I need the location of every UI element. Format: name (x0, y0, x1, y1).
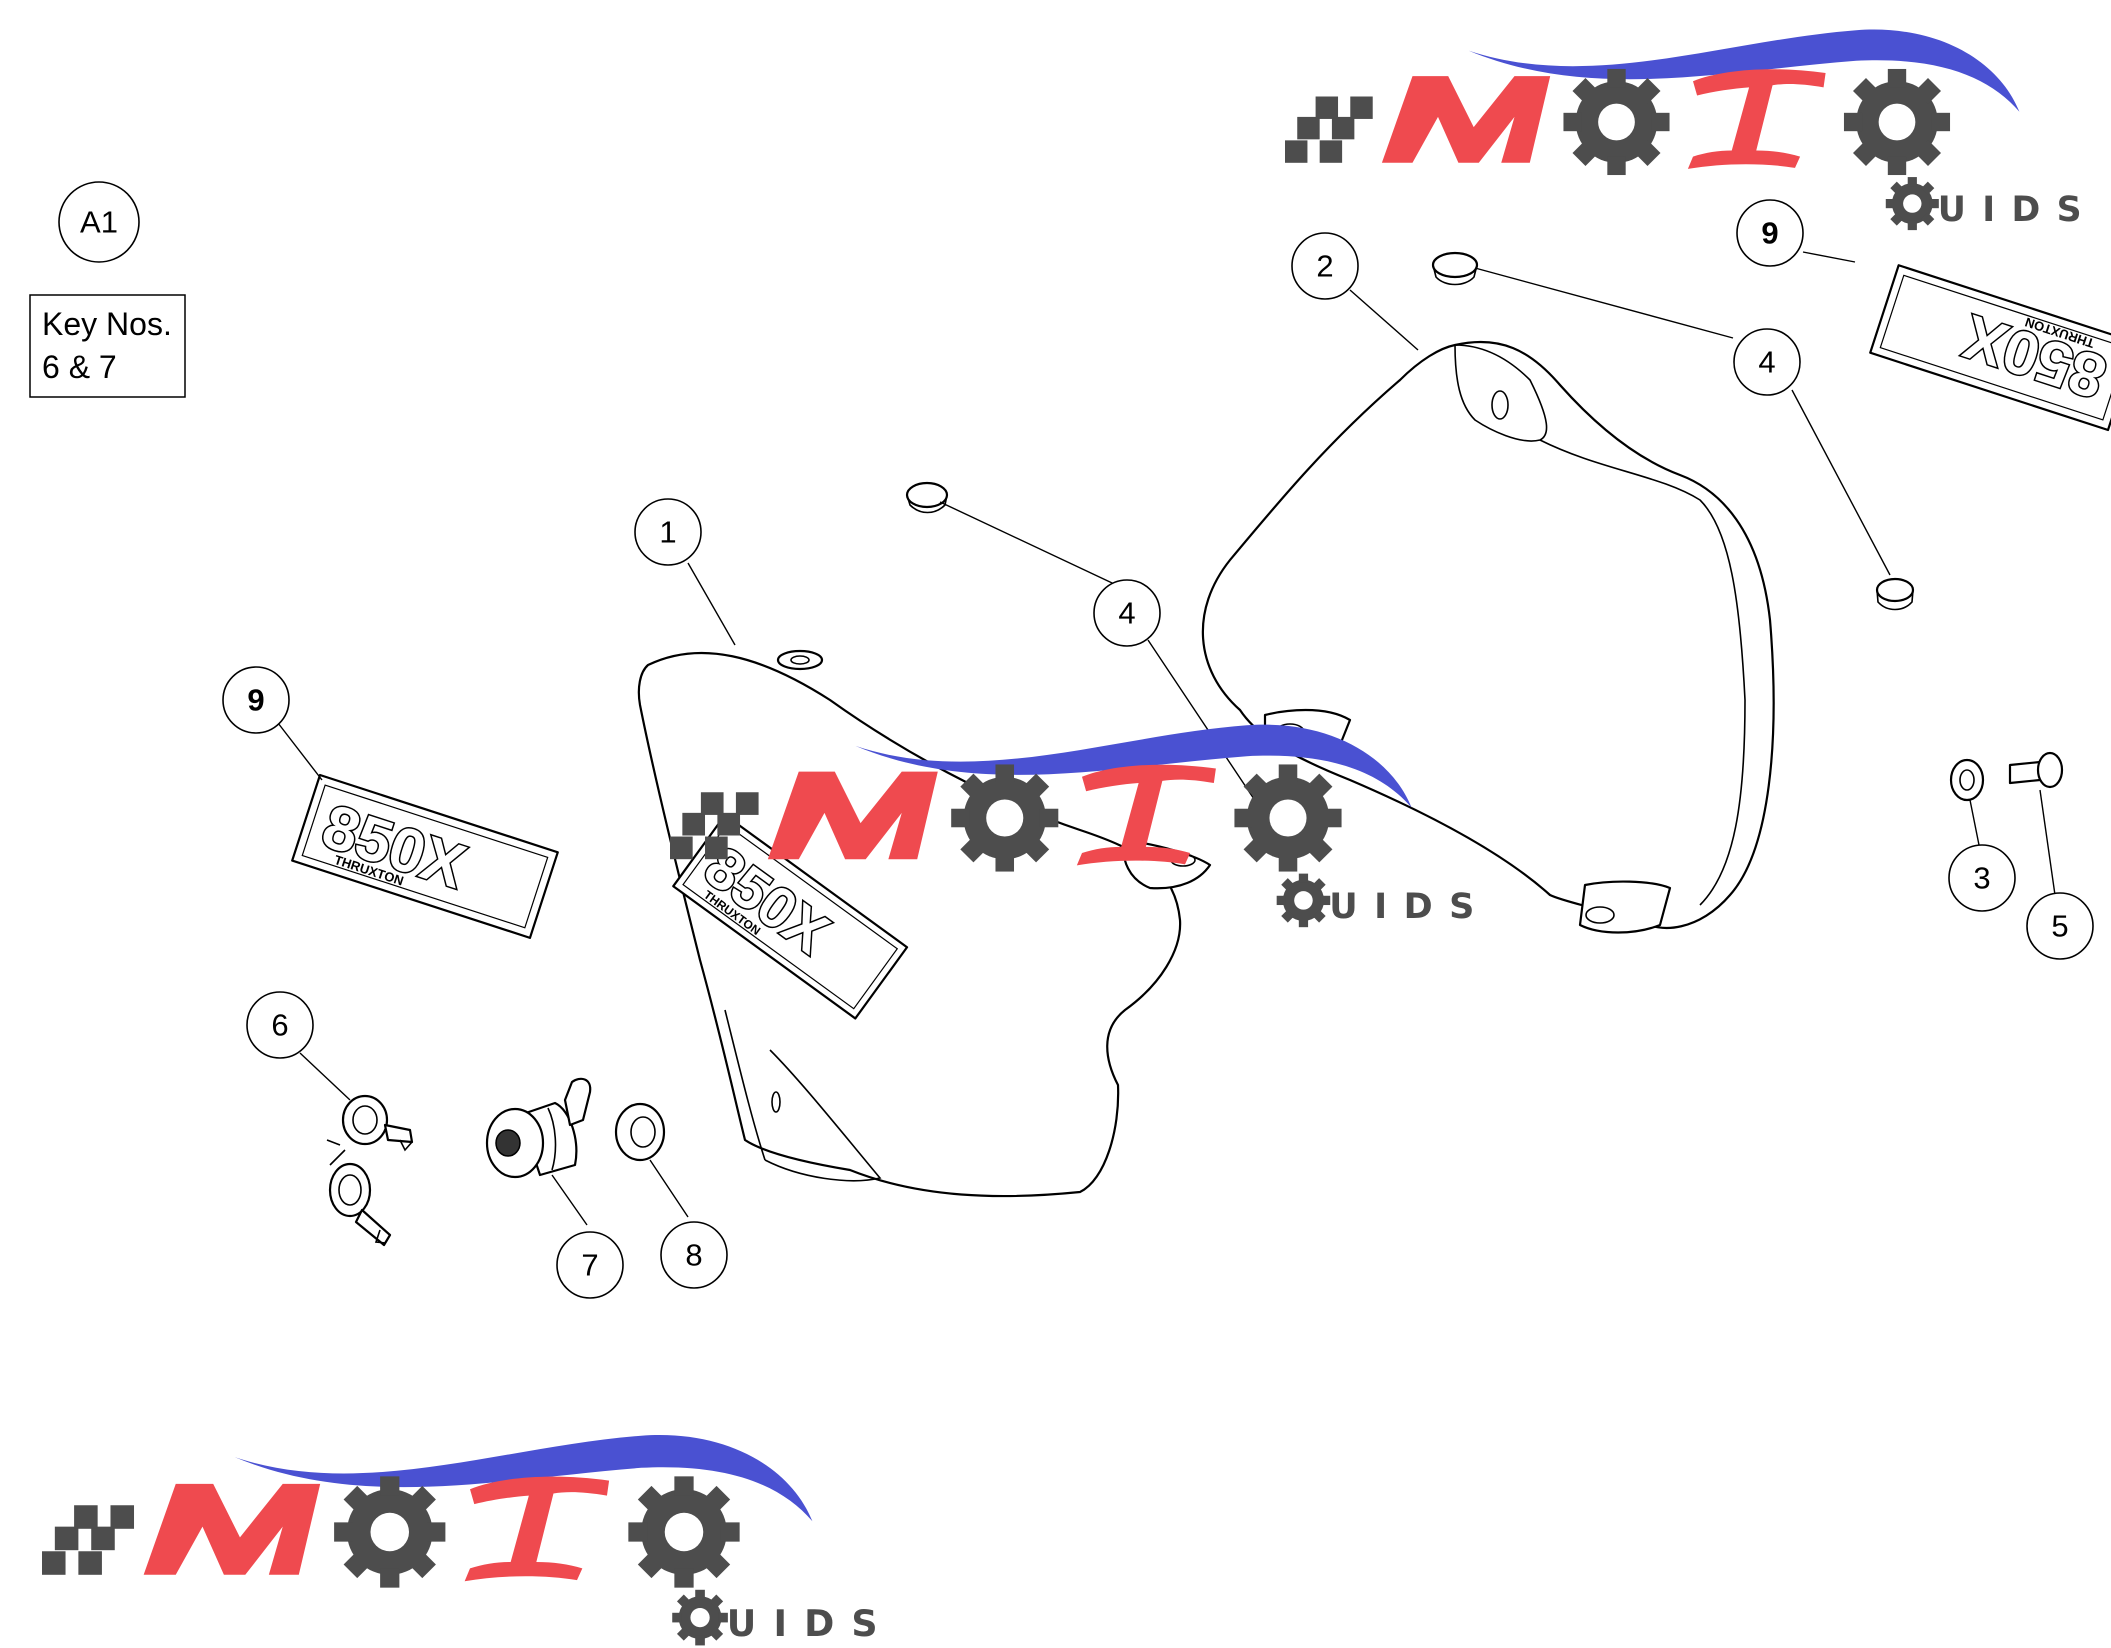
svg-text:4: 4 (1758, 345, 1775, 380)
svg-text:4: 4 (1118, 596, 1135, 631)
part-3-washer (1949, 758, 1985, 802)
callout-3: 3 (1948, 844, 2016, 912)
part-4-grommet-a (905, 481, 949, 514)
callout-8: 8 (660, 1221, 728, 1289)
svg-text:1: 1 (659, 515, 676, 550)
svg-text:7: 7 (581, 1248, 598, 1283)
svg-text:3: 3 (1973, 861, 1990, 896)
view-label-badge: A1 (58, 181, 140, 263)
callout-1: 1 (634, 498, 702, 566)
callout-9-right: 9 (1736, 199, 1804, 267)
part-9-badge-on-panel: 850X THRUXTON (672, 813, 909, 1020)
part-9-badge-left: 850X THRUXTON (291, 773, 559, 939)
key-note-box: Key Nos. 6 & 7 (29, 294, 186, 398)
part-4-grommet-b (1431, 251, 1479, 286)
svg-text:6: 6 (271, 1008, 288, 1043)
callout-2: 2 (1291, 232, 1359, 300)
part-9-badge-right: 850X THRUXTON (1869, 264, 2111, 432)
callout-6: 6 (246, 991, 314, 1059)
svg-text:8: 8 (685, 1238, 702, 1273)
part-1-left-side-panel (637, 649, 1212, 1198)
part-5-screw (2008, 751, 2064, 789)
callout-4-left: 4 (1093, 579, 1161, 647)
leader-lines (277, 251, 2056, 1226)
part-8-seal-ring (614, 1102, 666, 1162)
svg-text:9: 9 (247, 683, 264, 718)
part-6-keys (326, 1094, 414, 1247)
part-2-right-side-panel (1201, 340, 1775, 934)
watermark-logo-top (1285, 30, 2098, 231)
callout-7: 7 (556, 1231, 624, 1299)
part-7-lock-barrel (485, 1077, 592, 1179)
view-label-text: A1 (80, 205, 118, 240)
callout-5: 5 (2026, 892, 2094, 960)
svg-text:2: 2 (1316, 249, 1333, 284)
svg-text:5: 5 (2051, 909, 2068, 944)
callout-9-left: 9 (222, 666, 290, 734)
key-note-line-1: Key Nos. (42, 306, 172, 342)
part-4-grommet-c (1875, 577, 1915, 611)
svg-text:9: 9 (1761, 216, 1778, 251)
key-note-line-2: 6 & 7 (42, 349, 117, 385)
callout-4-right: 4 (1733, 328, 1801, 396)
watermark-logo-bottom (42, 1435, 895, 1645)
